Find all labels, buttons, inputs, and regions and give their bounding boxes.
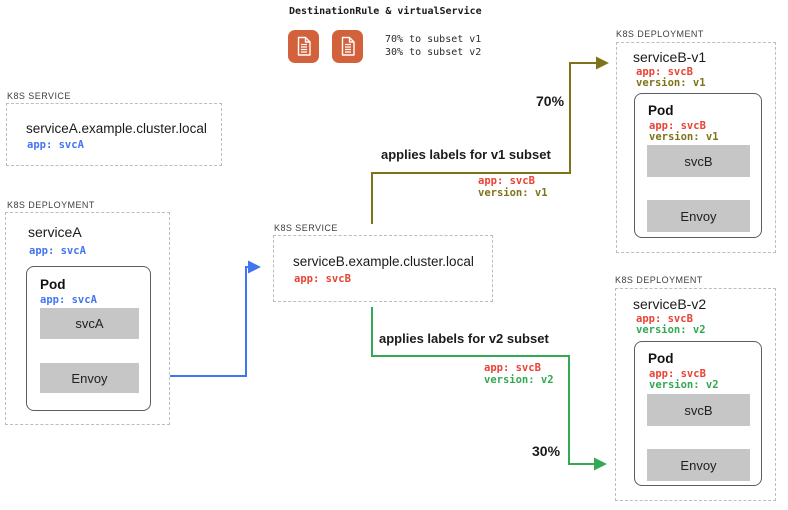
service-a-kind-label: K8S SERVICE [7, 91, 71, 101]
route-v1-version-label: version: v1 [478, 187, 548, 199]
route-v1-caption: applies labels for v1 subset [381, 147, 551, 162]
deployment-b-v1-kind-label: K8S DEPLOYMENT [616, 29, 704, 39]
deployment-a-box: serviceA app: svcA Pod app: svcA svcA En… [5, 212, 170, 425]
container-envoy: Envoy [647, 449, 750, 481]
service-b-kind-label: K8S SERVICE [274, 223, 338, 233]
deployment-b-v2-box: serviceB-v2 app: svcB version: v2 Pod ap… [615, 288, 776, 501]
pod-b-v2-title: Pod [648, 351, 674, 366]
document-icon [332, 30, 363, 63]
pod-b-v2-app-label: app: svcB [649, 368, 706, 380]
deployment-a-kind-label: K8S DEPLOYMENT [7, 200, 95, 210]
pod-b-v1: Pod app: svcB version: v1 svcB Envoy [634, 93, 762, 238]
pod-b-v2-version-label: version: v2 [649, 379, 719, 391]
header-title: DestinationRule & virtualService [289, 6, 482, 17]
service-a-name: serviceA.example.cluster.local [26, 121, 207, 136]
route-v2-percent: 30% [532, 443, 561, 459]
service-b-app-label: app: svcB [294, 273, 351, 285]
traffic-split-note: 70% to subset v1 30% to subset v2 [385, 34, 481, 59]
container-svcA: svcA [40, 308, 139, 339]
deployment-b-v2-name: serviceB-v2 [633, 296, 707, 312]
route-v2-caption: applies labels for v2 subset [379, 331, 549, 346]
route-v2-version-label: version: v2 [484, 374, 554, 386]
pod-b-v1-app-label: app: svcB [649, 120, 706, 132]
service-b-name: serviceB.example.cluster.local [293, 254, 474, 269]
service-a-app-label: app: svcA [27, 139, 84, 151]
route-v1-arrow [371, 56, 609, 224]
container-svcB: svcB [647, 145, 750, 177]
deployment-b-v1-name: serviceB-v1 [633, 49, 707, 65]
pod-b-v2: Pod app: svcB version: v2 svcB Envoy [634, 341, 762, 486]
route-v1-percent: 70% [536, 93, 565, 109]
deployment-a-app-label: app: svcA [29, 245, 86, 257]
deployment-b-v2-version-label: version: v2 [636, 324, 706, 336]
deployment-a-name: serviceA [28, 224, 82, 240]
container-envoy: Envoy [647, 200, 750, 232]
pod-a-title: Pod [40, 277, 66, 292]
pod-a-app-label: app: svcA [40, 294, 97, 306]
route-v2-app-label: app: svcB [484, 362, 541, 374]
route-v1-app-label: app: svcB [478, 175, 535, 187]
pod-b-v1-title: Pod [648, 103, 674, 118]
split-line-v1: 70% to subset v1 [385, 34, 482, 45]
deployment-b-v2-kind-label: K8S DEPLOYMENT [615, 275, 703, 285]
document-icon [288, 30, 319, 63]
deployment-b-v2-app-label: app: svcB [636, 313, 693, 325]
deployment-b-v1-app-label: app: svcB [636, 66, 693, 78]
deployment-b-v1-box: serviceB-v1 app: svcB version: v1 Pod ap… [616, 42, 776, 253]
container-envoy: Envoy [40, 363, 139, 393]
service-a-box: serviceA.example.cluster.local app: svcA [6, 103, 222, 166]
container-svcB: svcB [647, 394, 750, 426]
deployment-b-v1-version-label: version: v1 [636, 77, 706, 89]
pod-b-v1-version-label: version: v1 [649, 131, 719, 143]
service-b-box: serviceB.example.cluster.local app: svcB [273, 235, 493, 302]
pod-a: Pod app: svcA svcA Envoy [26, 266, 151, 411]
split-line-v2: 30% to subset v2 [385, 46, 482, 58]
